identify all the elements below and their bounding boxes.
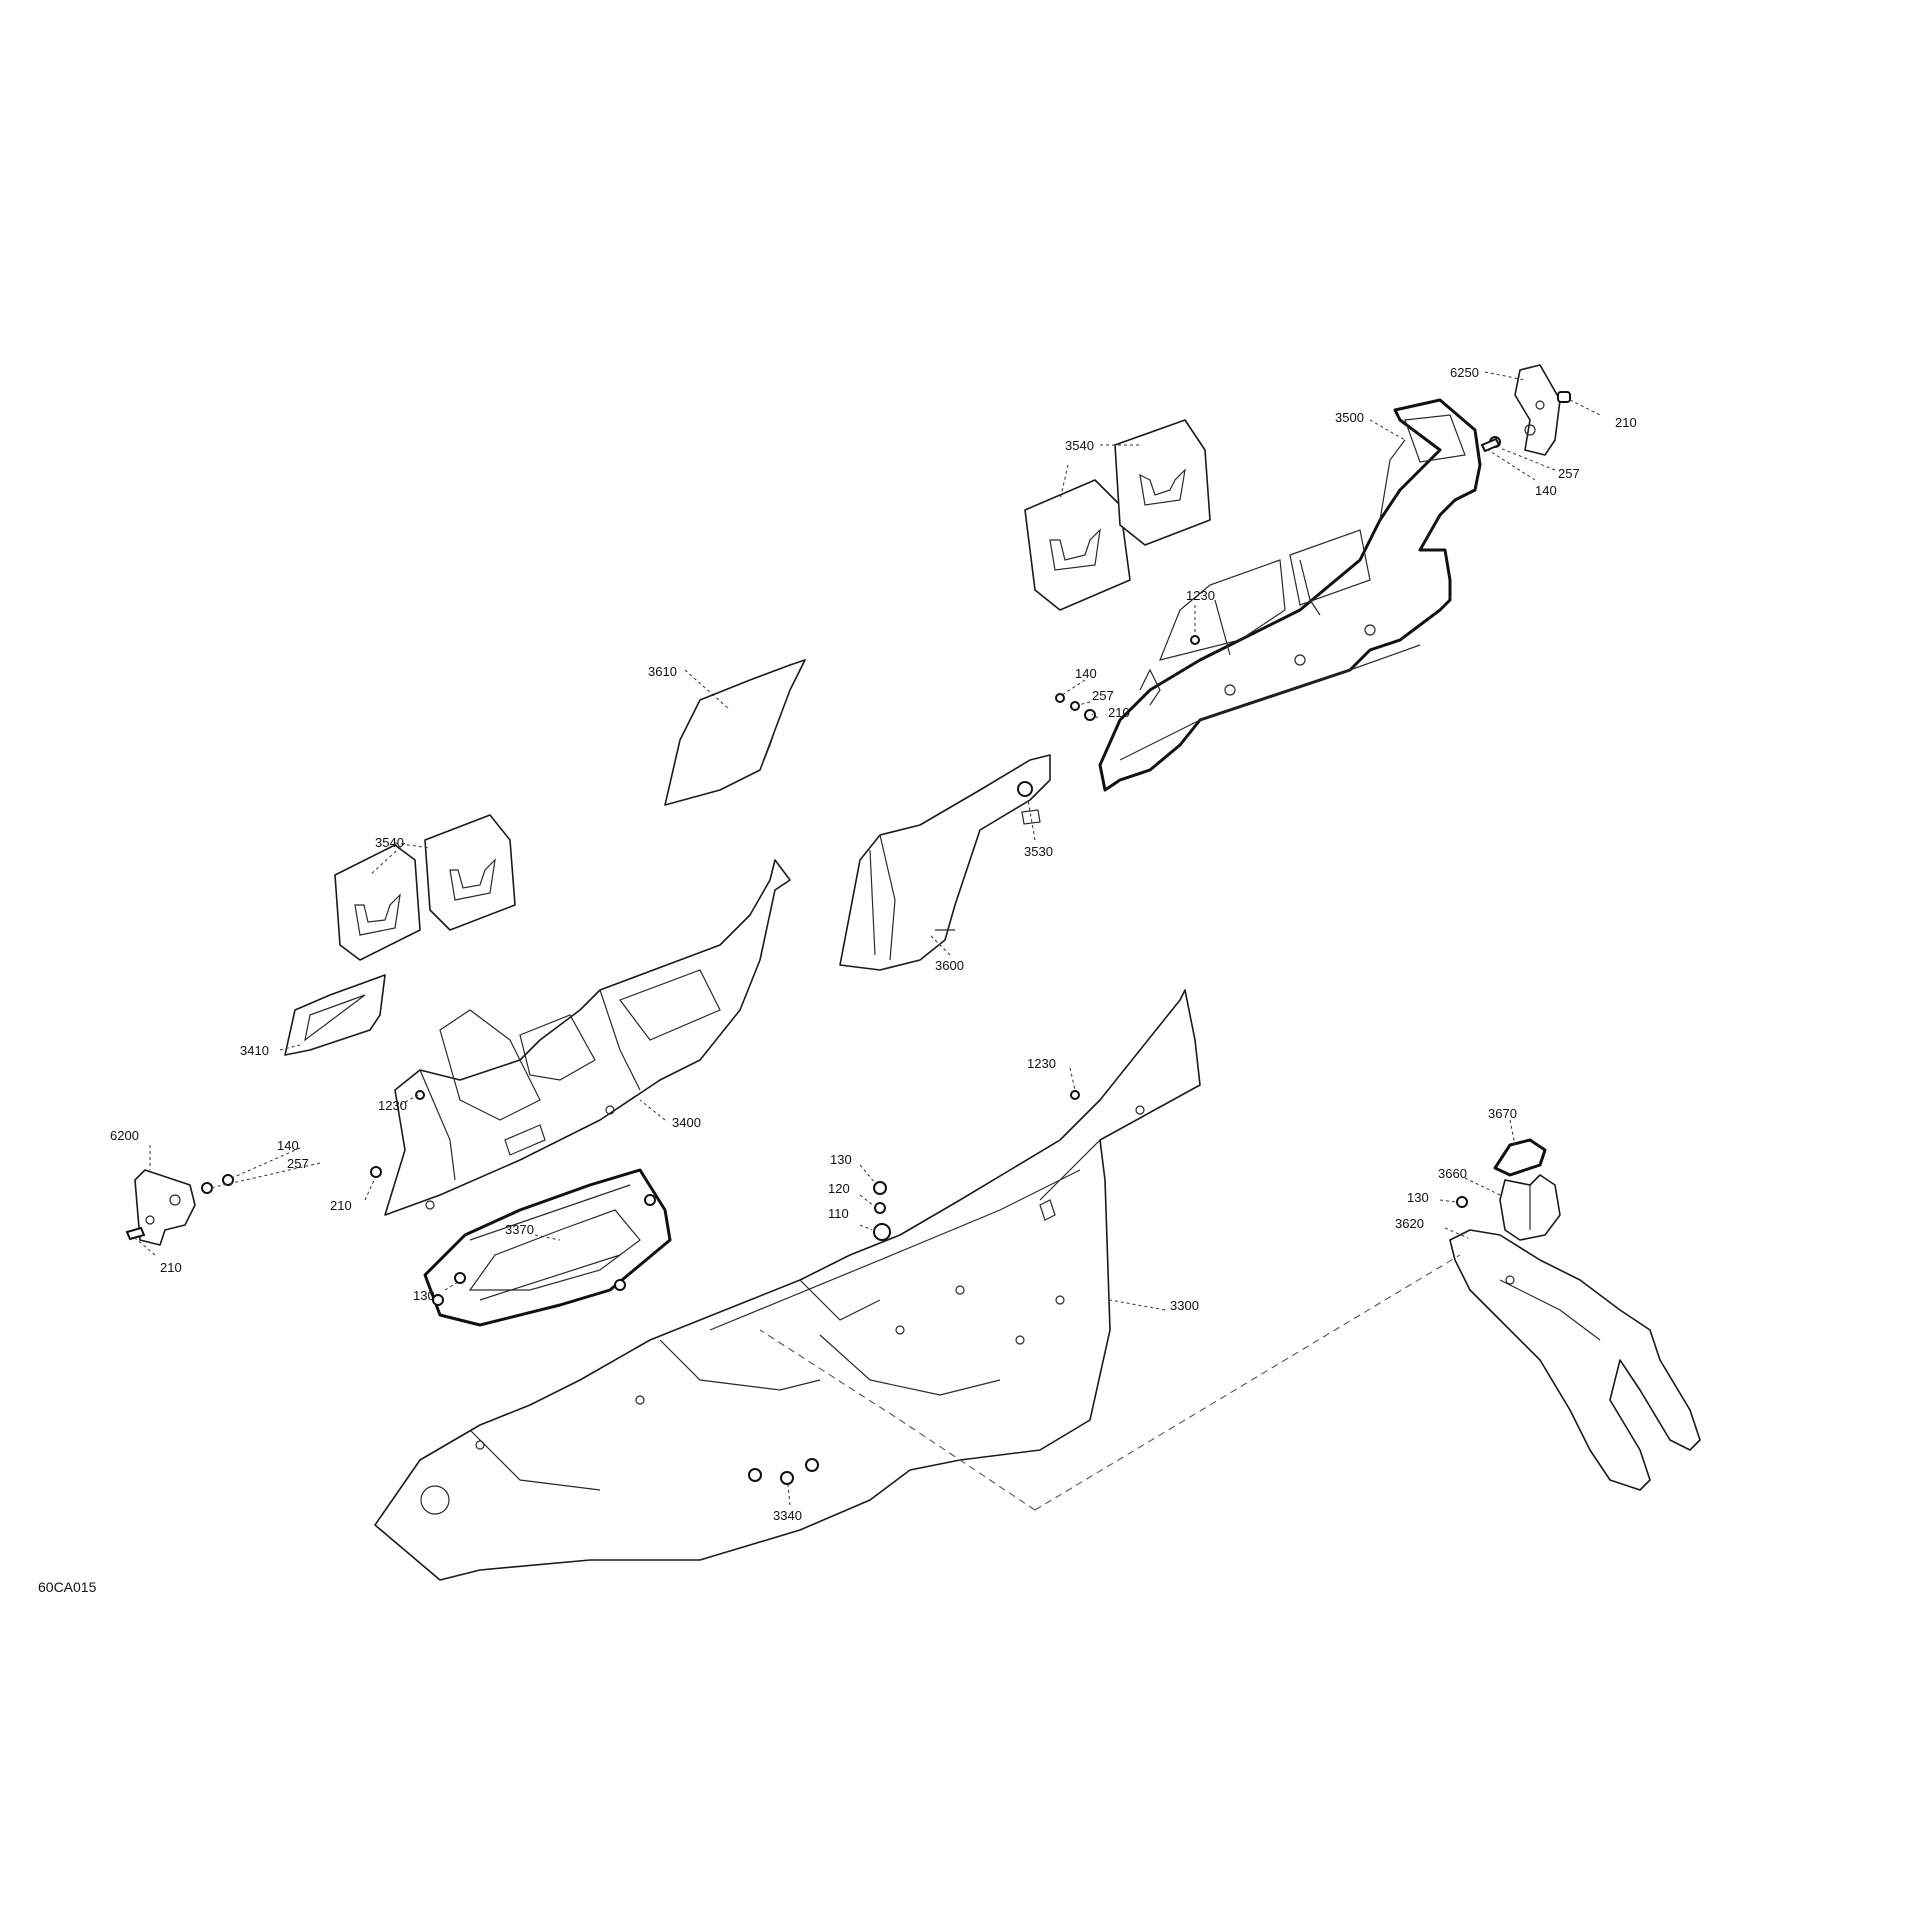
callout-1230: 1230 <box>1027 1056 1056 1071</box>
callout-3410: 3410 <box>240 1043 269 1058</box>
part-1230-screw-left <box>415 1090 425 1100</box>
callout-130: 130 <box>830 1152 852 1167</box>
callout-257: 257 <box>1558 466 1580 481</box>
callout-210: 210 <box>1108 705 1130 720</box>
part-130-screw <box>454 1272 466 1284</box>
part-3660-bracket <box>1499 1174 1561 1241</box>
part-3610-shield-sheet <box>664 659 806 806</box>
callout-3670: 3670 <box>1488 1106 1517 1121</box>
part-3410-pad <box>284 974 386 1056</box>
part-210-nut-left <box>370 1166 382 1178</box>
part-210-nut <box>1084 709 1096 721</box>
callout-3610: 3610 <box>648 664 677 679</box>
assembly-line-right <box>1034 1254 1461 1511</box>
callout-140: 140 <box>1535 483 1557 498</box>
part-3670-clip <box>1493 1138 1547 1177</box>
assembly-line <box>759 1329 1036 1511</box>
part-1230-screw-tray <box>1070 1090 1080 1100</box>
callout-210: 210 <box>160 1260 182 1275</box>
part-3500-duct <box>1098 398 1482 792</box>
part-140-bolt-mid <box>1055 693 1065 703</box>
callout-3300: 3300 <box>1170 1298 1199 1313</box>
callout-120: 120 <box>828 1181 850 1196</box>
callout-130: 130 <box>413 1288 435 1303</box>
part-3300-bottom-tray <box>374 989 1201 1581</box>
callout-3540: 3540 <box>1065 438 1094 453</box>
callout-140: 140 <box>277 1138 299 1153</box>
part-3340-clips <box>748 1458 819 1485</box>
callout-labels: 6250 210 3500 257 140 3540 1230 140 257 … <box>38 365 1637 1595</box>
diagram-code: 60CA015 <box>38 1579 97 1595</box>
callout-3600: 3600 <box>935 958 964 973</box>
part-6250-bracket <box>1514 364 1571 456</box>
part-140-bolt-left <box>222 1174 234 1186</box>
part-3540-heat-pads-upper <box>1024 419 1211 611</box>
part-3540-heat-pads-lower <box>334 814 516 961</box>
part-3530-grommet <box>1017 781 1033 797</box>
callout-210: 210 <box>330 1198 352 1213</box>
callout-1230: 1230 <box>1186 588 1215 603</box>
part-3370-frame-module <box>423 1168 672 1327</box>
callout-257: 257 <box>1092 688 1114 703</box>
part-257-washer-mid <box>1070 701 1080 711</box>
part-3600-side-panel <box>839 754 1051 971</box>
callout-6200: 6200 <box>110 1128 139 1143</box>
callout-110: 110 <box>828 1206 849 1221</box>
callout-3340: 3340 <box>773 1508 802 1523</box>
callout-257: 257 <box>287 1156 309 1171</box>
callout-3500: 3500 <box>1335 410 1364 425</box>
callout-3540: 3540 <box>375 835 404 850</box>
callout-210: 210 <box>1615 415 1637 430</box>
part-6200-bracket <box>125 1169 196 1246</box>
part-257-washer-left <box>201 1182 213 1194</box>
part-3620-bracket <box>1449 1229 1701 1491</box>
callout-3370: 3370 <box>505 1222 534 1237</box>
part-130-screw-right <box>1456 1196 1468 1208</box>
callout-3660: 3660 <box>1438 1166 1467 1181</box>
callout-1230: 1230 <box>378 1098 407 1113</box>
part-140-bolt <box>1480 437 1501 453</box>
callout-140: 140 <box>1075 666 1097 681</box>
leader-lines <box>134 371 1601 1506</box>
callout-3530: 3530 <box>1024 844 1053 859</box>
part-1230-screw-upper <box>1190 635 1200 645</box>
callout-6250: 6250 <box>1450 365 1479 380</box>
part-3400-console <box>384 859 791 1216</box>
callout-130: 130 <box>1407 1190 1429 1205</box>
callout-3400: 3400 <box>672 1115 701 1130</box>
callout-3620: 3620 <box>1395 1216 1424 1231</box>
part-110-120-130-fasteners <box>873 1181 891 1241</box>
